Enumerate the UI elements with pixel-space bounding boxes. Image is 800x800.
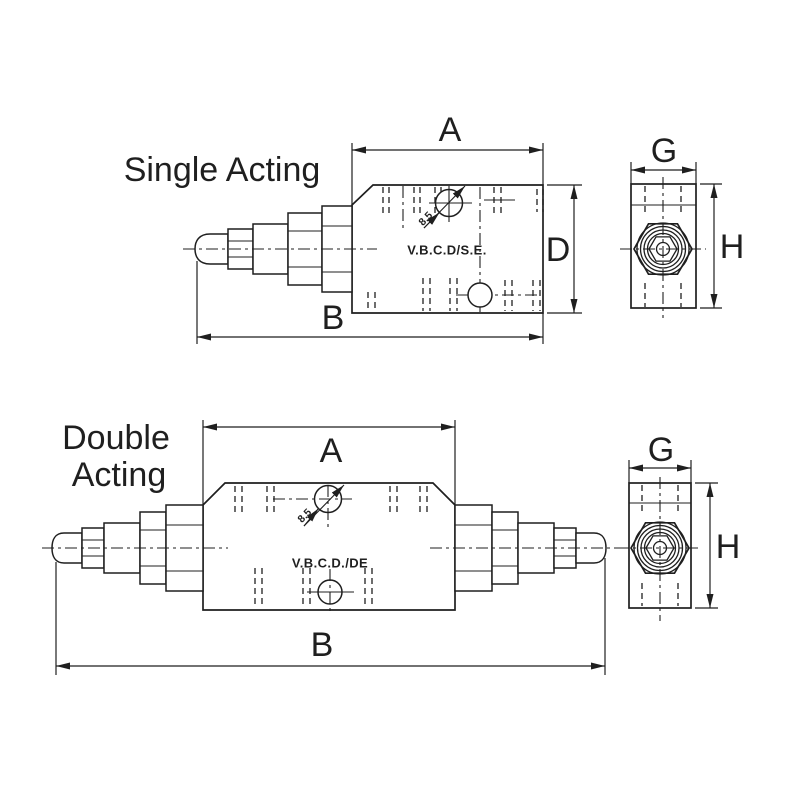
double-side-hidden-lines	[641, 485, 679, 606]
single-dim-A-label: A	[439, 111, 462, 149]
single-acting-diagram: Single Acting	[124, 111, 744, 344]
double-dim-G: G	[628, 431, 692, 483]
single-body-hidden-lines	[367, 186, 544, 312]
single-dim-G: G	[630, 132, 697, 184]
double-dim-A: A	[202, 420, 456, 505]
single-dim-D: D	[546, 184, 582, 314]
double-body-model-label: V.B.C.D./DE	[292, 556, 368, 571]
double-dim-G-label: G	[648, 431, 674, 469]
double-acting-title-line2: Acting	[72, 456, 167, 494]
double-acting-title-line1: Double	[62, 419, 170, 457]
double-dim-B-label: B	[311, 626, 334, 664]
double-acting-diagram: Double Acting 8.5	[42, 419, 740, 675]
single-dim-B: B	[196, 261, 544, 344]
single-body-model-label: V.B.C.D/S.E.	[407, 243, 486, 258]
single-dim-A: A	[351, 111, 544, 205]
double-dim-B: B	[55, 558, 606, 675]
single-bottom-hole-circle	[467, 282, 493, 308]
single-dim-H: H	[700, 183, 745, 309]
double-bottom-hole	[307, 569, 354, 615]
single-valve-body-outline	[351, 184, 544, 314]
double-right-adjustment-screw	[454, 504, 607, 592]
double-side-view: G H	[617, 431, 740, 621]
double-body-hidden-lines	[234, 486, 428, 608]
single-dim-D-label: D	[546, 231, 571, 269]
single-dim-B-label: B	[322, 299, 345, 337]
single-acting-title: Single Acting	[124, 151, 321, 189]
double-dim-H: H	[695, 482, 741, 609]
double-dim-A-label: A	[320, 432, 343, 470]
single-side-view: G H	[620, 132, 744, 318]
single-dim-H-label: H	[720, 228, 745, 266]
double-dim-H-label: H	[716, 528, 741, 566]
single-side-hidden-lines	[644, 186, 682, 307]
double-top-hole: 8.5	[273, 484, 352, 531]
single-dim-G-label: G	[651, 132, 677, 170]
